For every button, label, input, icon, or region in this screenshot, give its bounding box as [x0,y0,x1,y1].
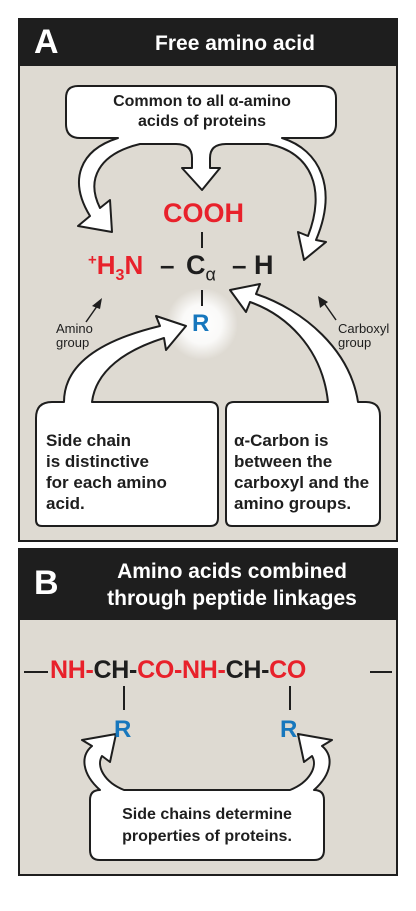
r-side-chain-1: R [114,716,132,743]
chain-ch-1: CH- [93,656,138,684]
alpha-carbon: Cα [186,250,216,285]
amino-group-label: Amino group [56,322,93,350]
common-note-line-1: Common to all α-amino [113,93,291,110]
panel-a-arrows [35,85,381,527]
hydrogen: H [254,250,274,280]
side-chain-callout [35,315,219,527]
h3n-n: N [124,250,144,280]
alpha-carbon-callout [225,283,381,527]
panel-free-amino-acid: A Free amino acid Common to all α-amino [18,18,398,542]
carboxyl-group-label-line-1: Carboxyl [338,321,390,336]
amino-group-label-line-1: Amino [56,321,93,336]
chain-ch-2: CH- [225,656,270,684]
chain-co-nh: CO-NH- [137,656,226,684]
panel-a-letter: A [34,23,59,61]
carboxyl-pointer-head [318,296,328,308]
side-chain-note-line-1: Side chain [46,431,132,450]
side-chains-note-line-2: properties of proteins. [122,828,292,845]
panel-b-title-line-1: Amino acids combined [117,560,347,583]
peptide-chain: NH-CH-CO-NH-CH-CO [50,656,306,685]
amino-group-label-line-2: group [56,335,90,350]
cooh-group: COOH [163,198,244,228]
side-chains-note-line-1: Side chains determine [122,806,292,823]
side-chain-note-line-3: for each amino [46,473,167,492]
panel-b-title-line-2: through peptide linkages [107,587,357,610]
side-chain-note-line-2: is distinctive [46,452,149,471]
dash-left: – [160,250,175,280]
side-chains-callout [81,733,333,861]
chain-co-2: CO [269,656,307,684]
panel-b-letter: B [34,564,59,602]
alpha-carbon-note-line-1: α-Carbon is [234,431,329,450]
h3n-h: H [96,250,116,280]
amino-pointer-head [92,298,102,309]
carboxyl-group-label: Carboxyl group [338,322,389,350]
panel-b-graphics [24,671,392,861]
chain-nh-1: NH- [50,656,94,684]
h3n-subscript: 3 [115,267,125,285]
panel-a-header: A Free amino acid [20,20,396,66]
panel-a-title: Free amino acid [155,32,315,55]
amino-group-formula: +H3N [88,250,143,285]
c-letter: C [186,250,206,280]
alpha-carbon-note-line-2: between the [234,452,333,471]
panel-b-header: B Amino acids combined through peptide l… [20,550,396,620]
dash-right: – [232,250,247,280]
r-side-chain-2: R [280,716,298,743]
r-glow [166,288,238,360]
alpha-carbon-note-line-4: amino groups. [234,494,352,513]
r-side-chain: R [192,310,210,337]
h3n-charge: + [88,251,97,269]
common-note-callout [65,85,337,261]
alpha-carbon-note-line-3: carboxyl and the [234,473,370,492]
alpha-subscript: α [205,264,216,285]
panel-b-title: Amino acids combined through peptide lin… [72,558,392,612]
panel-peptide-linkages: B Amino acids combined through peptide l… [18,548,398,876]
common-note-line-2: acids of proteins [137,113,267,130]
side-chain-note-line-4: acid. [46,494,85,513]
carboxyl-group-label-line-2: group [338,335,372,350]
